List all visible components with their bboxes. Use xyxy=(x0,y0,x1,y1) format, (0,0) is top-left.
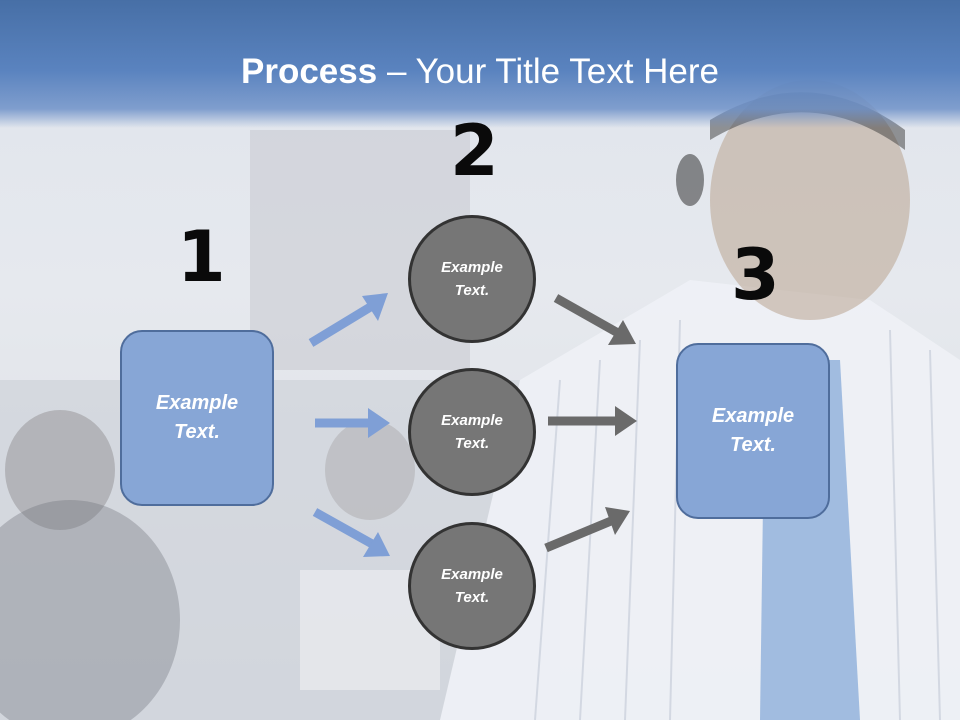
arrow-icon xyxy=(312,508,390,557)
circle-text-line: Text. xyxy=(454,282,490,299)
step-number-2: 2 xyxy=(450,110,499,192)
step-number-1: 1 xyxy=(177,216,226,298)
title-rest: – Your Title Text Here xyxy=(377,52,719,91)
title-bold: Process xyxy=(241,52,378,91)
step-number-3: 3 xyxy=(731,234,780,316)
slide-title: Process – Your Title Text Here xyxy=(0,52,960,92)
box-text-line: Text. xyxy=(174,421,220,443)
title-banner xyxy=(0,0,960,128)
arrow-icon xyxy=(308,293,388,347)
arrow-icon xyxy=(553,294,636,345)
step-1-box: Example Text. xyxy=(120,330,274,506)
arrow-icon xyxy=(548,406,637,436)
circle-text-line: Text. xyxy=(454,435,490,452)
circle-text-line: Text. xyxy=(454,589,490,606)
step-2-circle-bottom: Example Text. xyxy=(408,522,536,650)
circle-text-line: Example xyxy=(441,566,503,583)
step-2-circle-middle: Example Text. xyxy=(408,368,536,496)
box-text-line: Text. xyxy=(730,434,776,456)
step-3-box: Example Text. xyxy=(676,343,830,519)
box-text-line: Example xyxy=(711,405,795,427)
step-2-circle-top: Example Text. xyxy=(408,215,536,343)
arrow-icon xyxy=(544,507,630,553)
box-text-line: Example xyxy=(155,392,239,414)
arrow-icon xyxy=(315,408,390,438)
circle-text-line: Example xyxy=(441,259,503,276)
circle-text-line: Example xyxy=(441,412,503,429)
